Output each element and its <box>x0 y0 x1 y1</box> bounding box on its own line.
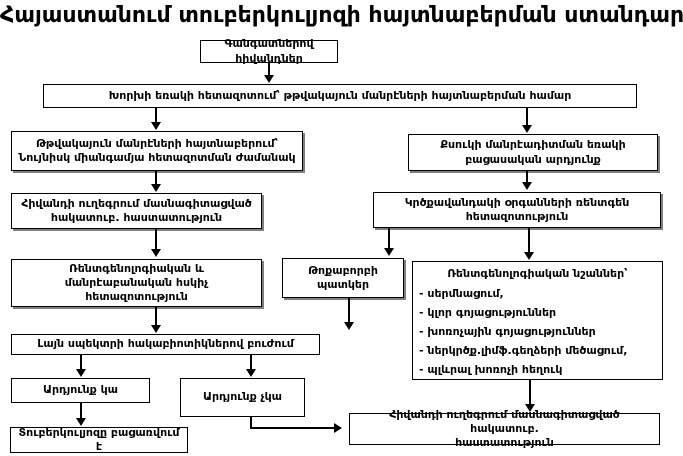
box-tb-excluded: Տուբերկուլյոզը բացառվում է <box>10 425 188 453</box>
box-sputum-triple-exam: Խորխի եռակի հետազոտում՝ թթվակայուն մանրէ… <box>43 84 637 108</box>
box-xray-bacteriological-control: Ռենտգենոլոգիական և մանրէաբանական հսկիչ հ… <box>11 259 262 307</box>
arrow-xray-to-signs-icon <box>524 228 534 260</box>
box-afb-detected: Թթվակայուն մանրէների հայտնաբերում՝ Նույն… <box>11 131 303 171</box>
arrow-sputum-to-smear-icon <box>522 108 532 133</box>
box-patients-with-complaints: Գանգատներով հիվանդներ <box>200 37 338 65</box>
arrow-referral-to-control-icon <box>151 229 161 257</box>
box-text: Գանգատներով հիվանդներ <box>224 37 314 65</box>
arrow-xray-to-pneumonia-icon <box>384 228 394 256</box>
box-text-line: Կրծքավանդակի օրգանների ռենտգեն <box>404 195 630 209</box>
arrow-smear-to-xray-icon <box>522 171 532 190</box>
box-smear-negative: Քսուկի մանրէադիտման եռակի բացասական արդյ… <box>408 134 658 171</box>
box-xray-signs: Ռենտգենոլոգիական նշաններ՝ - սերմնացում, … <box>412 261 663 380</box>
box-referral-tb-facility-2: Հիվանդի ուղեգրում մասնագիտացված հակատուբ… <box>349 408 660 449</box>
arrow-control-to-antibiotics-icon <box>151 307 161 333</box>
arrow-patients-to-sputum-icon <box>264 63 274 83</box>
box-text-line: Թոքաբորբի <box>308 263 378 277</box>
xray-sign-item: - խոռոչային գոյացություններ <box>419 325 596 339</box>
box-text: Արդյունք կա <box>43 383 118 397</box>
arrow-sputum-to-afb-icon <box>151 108 161 130</box>
xray-sign-item: - սերմնացում, <box>419 287 504 301</box>
box-text-line: հաստատություն <box>455 436 554 450</box>
connector-no-vertical <box>250 417 252 428</box>
box-result-no: Արդյունք չկա <box>180 378 305 417</box>
arrow-antibiotics-to-yes-icon <box>76 355 86 377</box>
page-title: Հայաստանում տուբերկուլյոզի հայտնաբերման … <box>0 3 683 28</box>
box-text: Խորխի եռակի հետազոտում՝ թթվակայուն մանրէ… <box>108 88 572 102</box>
box-text-line: հակատուբ. հաստատություն <box>50 211 223 224</box>
arrow-afb-to-referral-icon <box>151 171 161 192</box>
box-pneumonia-picture: Թոքաբորբի պատկեր <box>282 258 404 298</box>
xray-sign-item: - ներկրծք.լիմֆ.գեղձերի մեծացում, <box>419 344 628 358</box>
box-text-line: Ռենտգենոլոգիական և <box>69 261 204 275</box>
arrow-antibiotics-to-no-icon <box>246 355 256 377</box>
box-text: Տուբերկուլյոզը բացառվում է <box>18 425 180 453</box>
arrow-yes-to-excluded-icon <box>76 403 86 426</box>
xray-sign-item: - պլևրալ խոռոչի հեղուկ <box>419 363 563 377</box>
box-text-line: Նույնիսկ միանգամյա հետազոտման ժամանակ <box>18 151 296 164</box>
box-text-line: հետազոտություն <box>85 290 188 304</box>
box-referral-tb-facility: Հիվանդի ուղեգրում մասնագիտացված հակատուբ… <box>11 193 262 229</box>
box-text-line: հետազոտություն <box>465 210 569 223</box>
box-text-line: Հիվանդի ուղեգրում մասնագիտացված հակատուբ… <box>389 407 620 435</box>
box-text: Արդյունք չկա <box>203 390 282 404</box>
box-text-line: Քսուկի մանրէադիտման եռակի <box>440 138 626 152</box>
box-text-line: պատկեր <box>316 278 370 291</box>
box-chest-xray: Կրծքավանդակի օրգանների ռենտգեն հետազոտու… <box>373 192 661 228</box>
box-text: Լայն սպեկտրի հակաբիոտիկներով բուժում <box>37 337 294 351</box>
xray-signs-title: Ռենտգենոլոգիական նշաններ՝ <box>447 267 628 280</box>
box-text-line: Հիվանդի ուղեգրում մասնագիտացված <box>21 196 252 210</box>
box-result-yes: Արդյունք կա <box>11 378 150 403</box>
box-text-line: մանրէաբանական հսկիչ <box>64 275 209 289</box>
arrow-no-to-referral2-icon <box>250 423 342 433</box>
arrow-signs-to-referral2-icon <box>525 380 535 412</box>
arrow-pneumonia-to-antibiotics-icon <box>344 298 354 330</box>
xray-sign-item: - կլոր գոյացություններ <box>419 306 557 320</box>
box-antibiotic-treatment: Լայն սպեկտրի հակաբիոտիկներով բուժում <box>11 334 320 355</box>
box-text-line: Թթվակայուն մանրէների հայտնաբերում՝ <box>36 136 278 150</box>
box-text-line: բացասական արդյունք <box>465 152 601 166</box>
